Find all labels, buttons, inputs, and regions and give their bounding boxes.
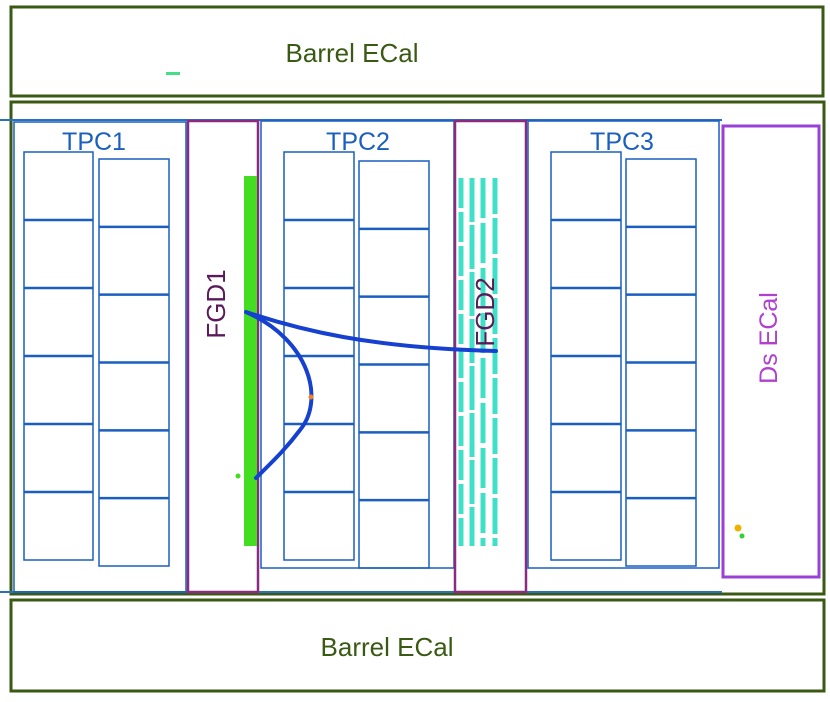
- fgd2-frame: [453, 119, 528, 594]
- tpc1-modules: [23, 151, 170, 567]
- track-upper: [244, 310, 498, 353]
- tpc2-modules: [283, 151, 430, 569]
- fgd1-frame: [186, 119, 260, 594]
- vertex-hit: [308, 394, 314, 400]
- fgd1-label: FGD1: [201, 269, 231, 338]
- barrel-ecal-bottom-label: Barrel ECal: [321, 632, 454, 662]
- fgd1-hits: [244, 176, 257, 546]
- tpc3-modules: [550, 151, 697, 567]
- ds-ecal-frame: [721, 124, 821, 579]
- fgd2-hits: [458, 178, 498, 546]
- ds-ecal-hit: [739, 533, 745, 539]
- stray-hit: [166, 72, 180, 75]
- fgd2-label: FGD2: [470, 277, 500, 346]
- ds-ecal-hit: [734, 524, 742, 532]
- tpc1-frame: [13, 121, 187, 593]
- inner-detector-frame: [9, 100, 826, 596]
- barrel-ecal-bottom: [9, 598, 826, 693]
- barrel-ecal-top-label: Barrel ECal: [286, 38, 419, 68]
- barrel-ecal-top: [9, 5, 825, 98]
- stray-hit: [235, 473, 241, 479]
- tpc3-frame: [527, 120, 720, 569]
- ds-ecal-label: Ds ECal: [755, 292, 783, 384]
- track-curl: [244, 310, 314, 480]
